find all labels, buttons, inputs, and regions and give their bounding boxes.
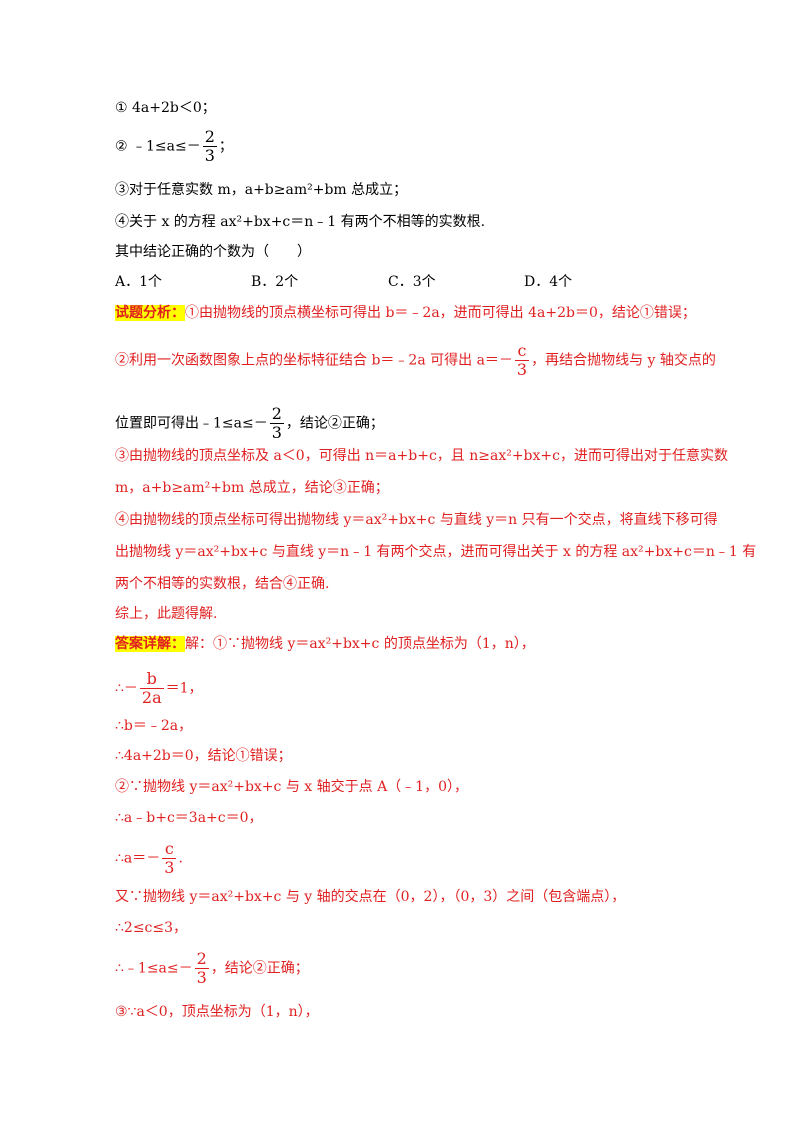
answer-line-3: ∴b＝﹣2a， [115, 718, 193, 734]
answer-tag: 答案详解： [115, 636, 185, 652]
analysis-line-4: ③由抛物线的顶点坐标及 a＜0，可得出 n＝a+b+c，且 n≥ax²+bx+c… [115, 448, 728, 464]
statement-3: ③对于任意实数 m，a+b≥am²+bm 总成立； [115, 182, 408, 198]
analysis-tag: 试题分析： [115, 305, 185, 321]
answer-line-4: ∴4a+2b＝0，结论①错误； [115, 748, 292, 764]
option-b[interactable]: B．2个 [251, 274, 299, 290]
statement-4: ④关于 x 的方程 ax²+bx+c＝n﹣1 有两个不相等的实数根. [115, 214, 486, 230]
analysis-line-5: m，a+b≥am²+bm 总成立，结论③正确； [115, 480, 389, 496]
analysis-summary: 综上，此题得解. [115, 606, 218, 622]
answer-line-6: ∴a﹣b+c＝3a+c＝0， [115, 810, 263, 826]
answer-line-1: 答案详解：解：①∵抛物线 y＝ax²+bx+c 的顶点坐标为（1，n）， [115, 636, 535, 652]
statement-1: ① 4a+2b＜0； [115, 100, 216, 116]
answer-line-11: ③∵a＜0，顶点坐标为（1，n）， [115, 1004, 319, 1020]
answer-line-5: ②∵抛物线 y＝ax²+bx+c 与 x 轴交于点 A（﹣1，0）， [115, 779, 468, 795]
option-d[interactable]: D．4个 [524, 274, 573, 290]
analysis-line-8: 两个不相等的实数根，结合④正确. [115, 576, 330, 592]
answer-line-8: 又∵抛物线 y＝ax²+bx+c 与 y 轴的交点在（0，2），（0，3）之间（… [115, 889, 626, 905]
question-text: 其中结论正确的个数为（ ） [115, 244, 311, 260]
option-c[interactable]: C．3个 [388, 274, 436, 290]
analysis-line-6: ④由抛物线的顶点坐标可得出抛物线 y＝ax²+bx+c 与直线 y＝n 只有一个… [115, 512, 718, 528]
option-a[interactable]: A．1个 [115, 274, 163, 290]
analysis-line-7: 出抛物线 y＝ax²+bx+c 与直线 y＝n﹣1 有两个交点，进而可得出关于 … [115, 544, 757, 560]
answer-line-9: ∴2≤c≤3， [115, 920, 188, 936]
analysis-line-1: 试题分析：①由抛物线的顶点横坐标可得出 b＝﹣2a，进而可得出 4a+2b＝0，… [115, 305, 696, 321]
options-row: A．1个 B．2个 C．3个 D．4个 [115, 272, 572, 292]
